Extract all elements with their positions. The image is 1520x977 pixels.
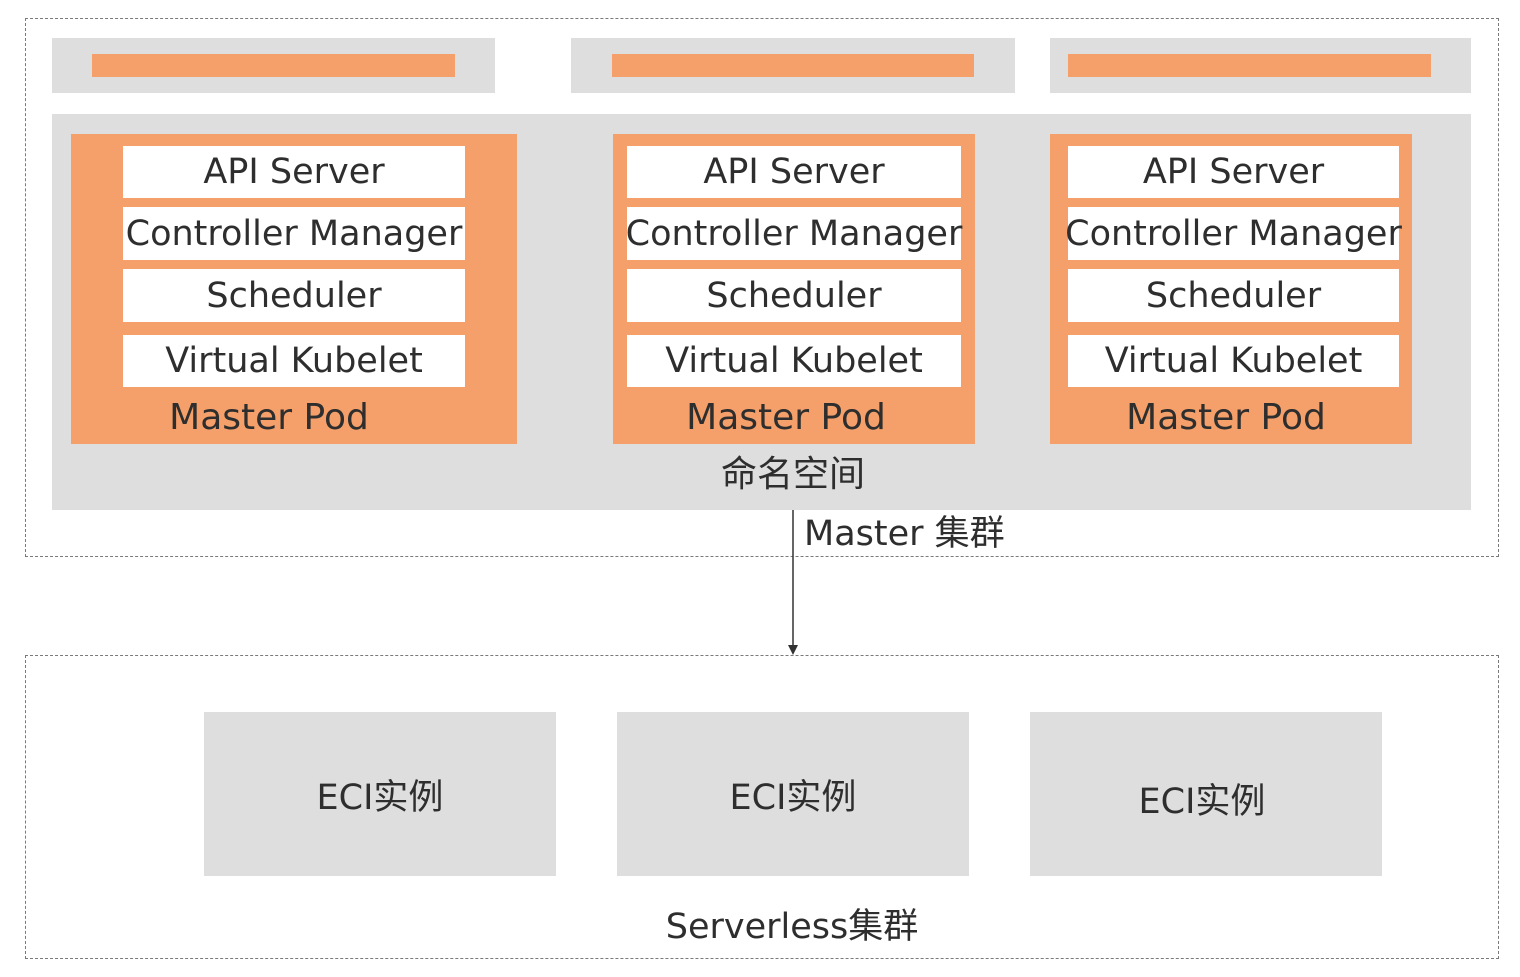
virtual-kubelet-box: Virtual Kubelet bbox=[123, 335, 465, 387]
master-pod-label: Master Pod bbox=[686, 396, 886, 438]
virtual-kubelet-box: Virtual Kubelet bbox=[627, 335, 961, 387]
namespace-label: 命名空间 bbox=[720, 454, 865, 495]
controller-manager-box: Controller Manager bbox=[1065, 207, 1402, 260]
scheduler-box: Scheduler bbox=[123, 269, 465, 322]
header-bar-3 bbox=[1068, 54, 1431, 77]
master-cluster-frame bbox=[25, 18, 1499, 557]
header-bar-1 bbox=[92, 54, 455, 77]
serverless-cluster-label: Serverless集群 bbox=[665, 906, 919, 947]
master-cluster-label: Master 集群 bbox=[804, 514, 1005, 554]
controller-manager-box: Controller Manager bbox=[123, 207, 465, 260]
header-bar-2 bbox=[612, 54, 974, 77]
controller-manager-box: Controller Manager bbox=[626, 207, 962, 260]
scheduler-box: Scheduler bbox=[1068, 269, 1399, 322]
scheduler-box: Scheduler bbox=[627, 269, 961, 322]
eci-instance: ECI实例 bbox=[204, 712, 556, 876]
eci-instance: ECI实例 bbox=[1030, 712, 1382, 876]
api-server-box: API Server bbox=[627, 146, 961, 198]
api-server-box: API Server bbox=[123, 146, 465, 198]
virtual-kubelet-box: Virtual Kubelet bbox=[1068, 335, 1399, 387]
api-server-box: API Server bbox=[1068, 146, 1399, 198]
master-pod-label: Master Pod bbox=[169, 396, 369, 438]
serverless-cluster-frame bbox=[25, 655, 1499, 959]
master-pod-label: Master Pod bbox=[1126, 396, 1326, 438]
eci-instance: ECI实例 bbox=[617, 712, 969, 876]
